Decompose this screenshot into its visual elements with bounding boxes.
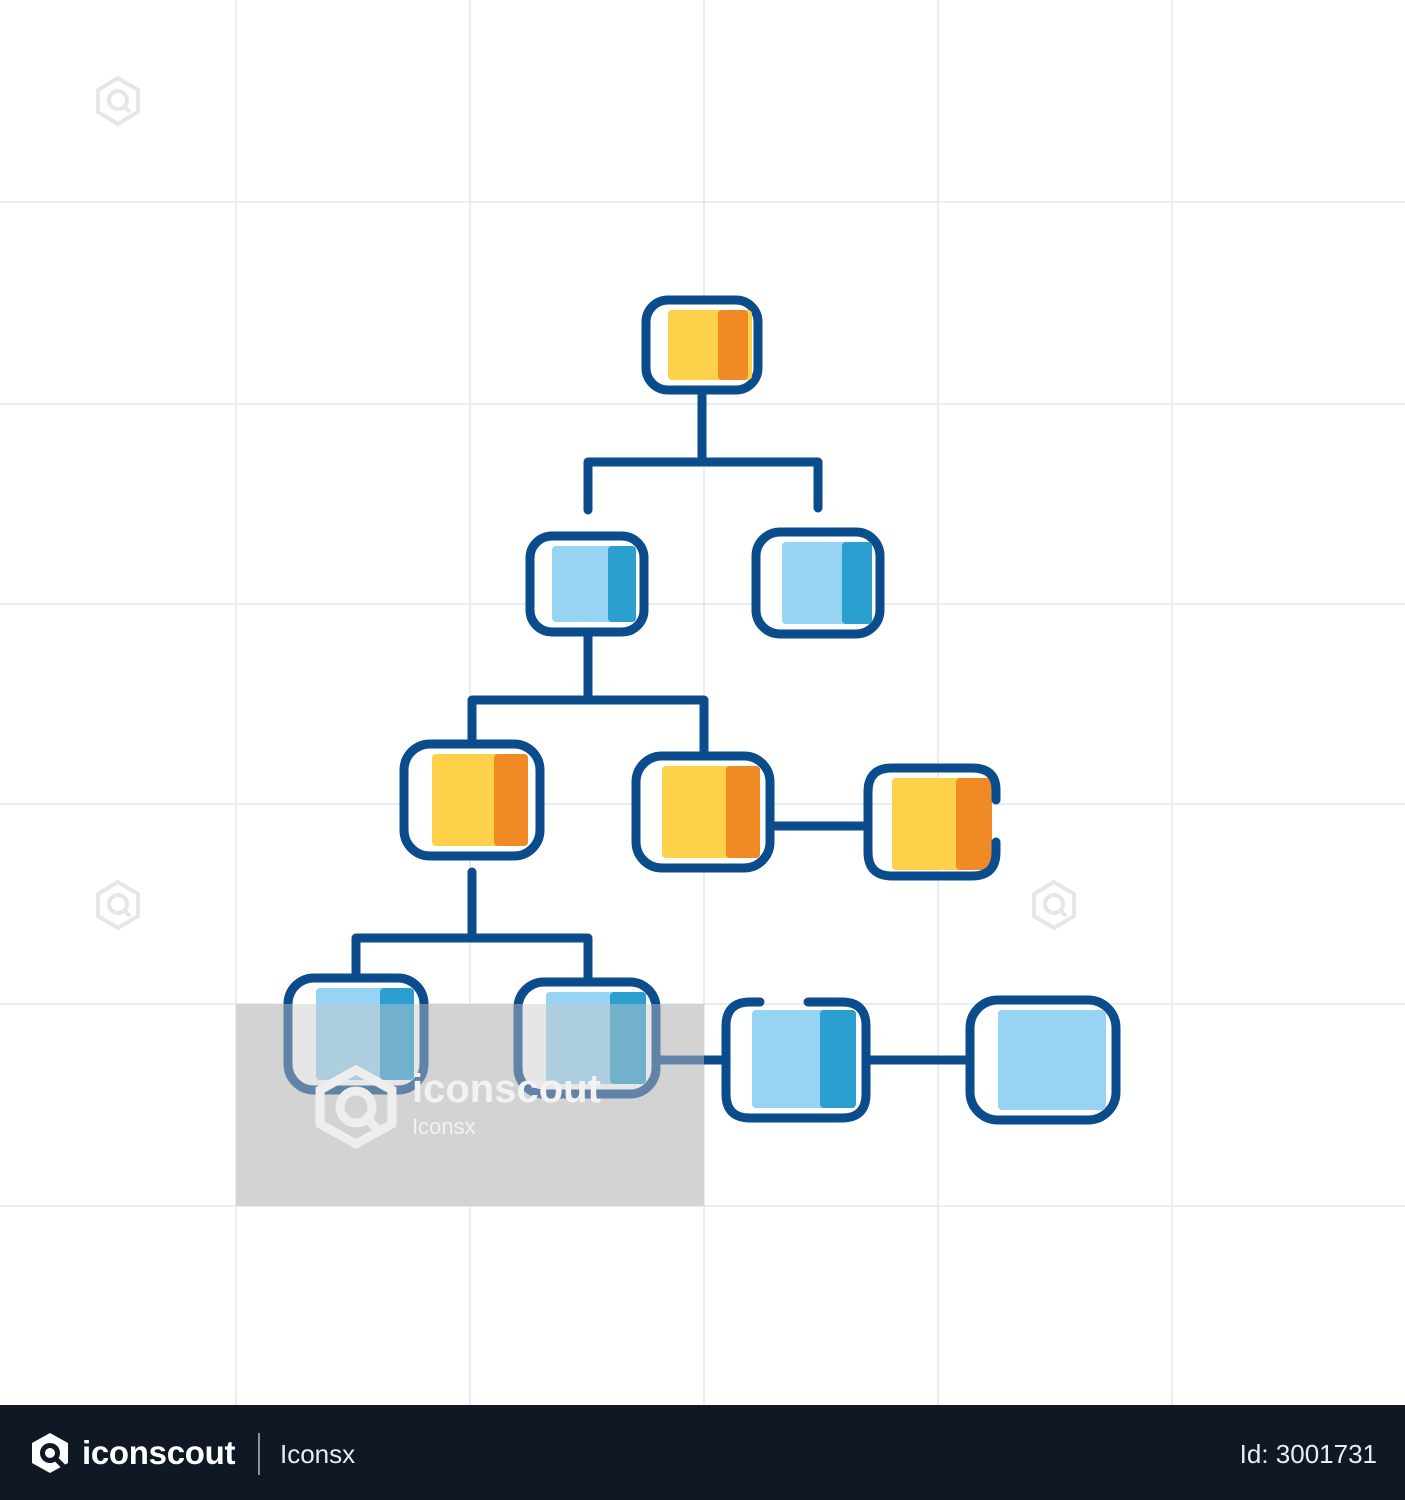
node-level4-chain-1 [721,997,871,1123]
watermark-author: Iconsx [412,1114,476,1139]
magnifier-hex-icon [96,75,140,127]
footer-bar: iconscout Iconsx Id: 3001731 [0,1405,1405,1500]
node-level4-chain-2 [965,995,1121,1125]
magnifier-hex-icon [96,879,140,931]
node-level3-right [631,751,775,873]
node-level3-side [863,763,1001,881]
author-name[interactable]: Iconsx [280,1439,356,1469]
node-level2-left [525,531,649,637]
iconscout-logo-icon [32,1433,68,1473]
hierarchy-diagram: iconscout Iconsx [0,0,1405,1405]
magnifier-hex-icon [1032,879,1076,931]
node-level3-left [399,739,545,861]
watermark-brand: iconscout [412,1067,601,1111]
footer-divider [258,1433,260,1475]
brand[interactable]: iconscout [28,1431,235,1475]
node-level4-mid [513,977,661,1099]
iconscout-logo-icon [315,1064,397,1150]
node-level2-right [751,527,885,639]
connector-lines [351,387,975,1065]
node-root [641,295,763,395]
brand-name: iconscout [82,1434,236,1471]
asset-id: Id: 3001731 [1239,1439,1377,1469]
illustration-canvas: iconscout Iconsx [0,0,1405,1405]
